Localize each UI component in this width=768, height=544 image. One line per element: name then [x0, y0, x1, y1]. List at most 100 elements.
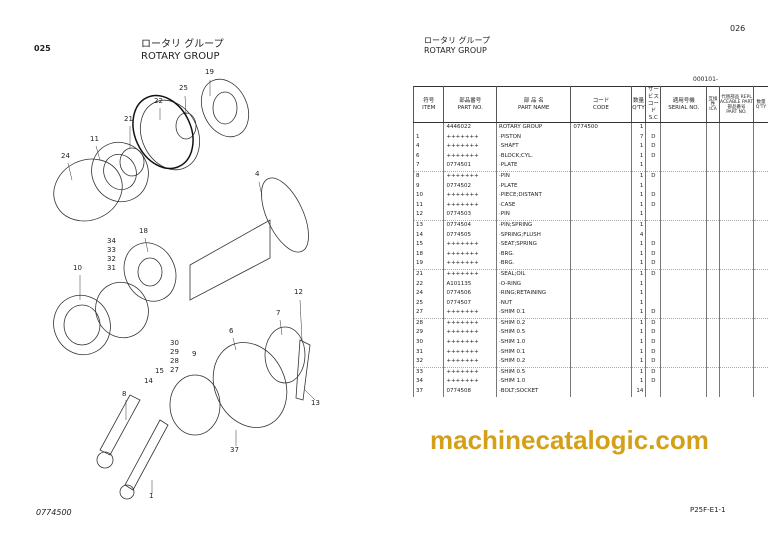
code-cell	[570, 191, 632, 201]
left-title-jp: ロータリ グループ	[141, 39, 224, 50]
qty-cell: 1	[630, 191, 646, 201]
code-cell	[570, 259, 632, 270]
empty-cell	[706, 210, 720, 221]
part-name-cell: ·SHIM 0.5	[496, 328, 571, 339]
code-cell	[570, 132, 632, 143]
item-cell: 7	[412, 161, 444, 172]
code-cell	[570, 220, 632, 231]
qty-cell: 1	[630, 289, 646, 299]
qty-cell: 1	[630, 308, 646, 319]
empty-cell	[706, 269, 720, 280]
code-cell	[570, 308, 632, 319]
column-header-jp: 部 品 名	[523, 97, 544, 104]
empty-cell	[706, 132, 720, 143]
column-header-en: PART NAME	[518, 104, 550, 111]
callout-29: 29	[170, 348, 179, 356]
part-no-cell: +++++++	[443, 269, 497, 280]
part-name-cell: ·PIN;SPRING	[496, 220, 571, 231]
qty-cell: 1	[630, 122, 646, 133]
callout-28: 28	[170, 357, 179, 365]
callout-19: 19	[205, 68, 214, 76]
column-header-jp: 数量	[756, 99, 766, 105]
qty-cell: 1	[630, 200, 646, 211]
empty-cell	[753, 289, 768, 299]
callout-9: 9	[192, 350, 197, 358]
empty-cell	[718, 279, 754, 290]
right-title-en: ROTARY GROUP	[424, 46, 487, 55]
part-name-cell: ·SHIM 0.2	[496, 318, 571, 329]
callout-1: 1	[149, 492, 154, 500]
item-cell: 10	[412, 191, 444, 201]
callout-8: 8	[122, 390, 127, 398]
empty-cell	[706, 240, 720, 250]
item-cell	[412, 122, 444, 133]
part-no-cell: 0774505	[443, 230, 497, 241]
sc-cell	[645, 220, 661, 231]
empty-cell	[753, 298, 768, 309]
callout-10: 10	[73, 264, 82, 272]
part-name-cell: ROTARY GROUP	[496, 122, 571, 133]
part-name-cell: ·PIN	[496, 171, 571, 182]
qty-cell: 1	[630, 220, 646, 231]
empty-cell	[753, 220, 768, 231]
empty-cell	[718, 347, 754, 358]
empty-cell	[660, 151, 707, 162]
sc-cell	[645, 387, 661, 397]
column-header-en: PART NO.	[457, 104, 483, 111]
item-cell: 4	[412, 142, 444, 152]
part-no-cell: +++++++	[443, 132, 497, 143]
code-cell	[570, 357, 632, 368]
empty-cell	[660, 289, 707, 299]
sc-cell: D	[645, 171, 661, 182]
sc-cell	[645, 181, 661, 192]
column-header-jp: 数量	[632, 97, 644, 104]
code-cell	[570, 269, 632, 280]
item-cell: 22	[412, 279, 444, 290]
empty-cell	[660, 200, 707, 211]
item-cell: 28	[412, 318, 444, 329]
empty-cell	[660, 240, 707, 250]
empty-cell	[718, 298, 754, 309]
code-cell	[570, 142, 632, 152]
empty-cell	[706, 298, 720, 309]
code-cell	[570, 318, 632, 329]
code-cell	[570, 171, 632, 182]
part-name-cell: ·BLOCK;CYL.	[496, 151, 571, 162]
empty-cell	[718, 338, 754, 348]
part-name-cell: ·SEAT;SPRING	[496, 240, 571, 250]
right-footer-code: P25F-E1-1	[690, 506, 726, 514]
empty-cell	[753, 338, 768, 348]
empty-cell	[718, 122, 754, 133]
part-name-cell: ·SHIM 0.2	[496, 357, 571, 368]
empty-cell	[753, 259, 768, 270]
part-no-cell: +++++++	[443, 259, 497, 270]
empty-cell	[753, 249, 768, 260]
empty-cell	[660, 279, 707, 290]
qty-cell: 1	[630, 357, 646, 368]
column-header-jp: 部品番号	[459, 97, 482, 104]
column-header-en: Q'TY	[632, 104, 645, 111]
code-cell	[570, 298, 632, 309]
part-no-cell: 0774507	[443, 298, 497, 309]
empty-cell	[660, 210, 707, 221]
qty-cell: 1	[630, 367, 646, 378]
empty-cell	[718, 171, 754, 182]
part-name-cell: ·PIECE;DISTANT	[496, 191, 571, 201]
qty-cell: 1	[630, 181, 646, 192]
item-cell: 25	[412, 298, 444, 309]
empty-cell	[660, 132, 707, 143]
callout-25: 25	[179, 84, 188, 92]
code-cell	[570, 161, 632, 172]
callout-15: 15	[155, 367, 164, 375]
empty-cell	[660, 161, 707, 172]
empty-cell	[753, 387, 768, 397]
